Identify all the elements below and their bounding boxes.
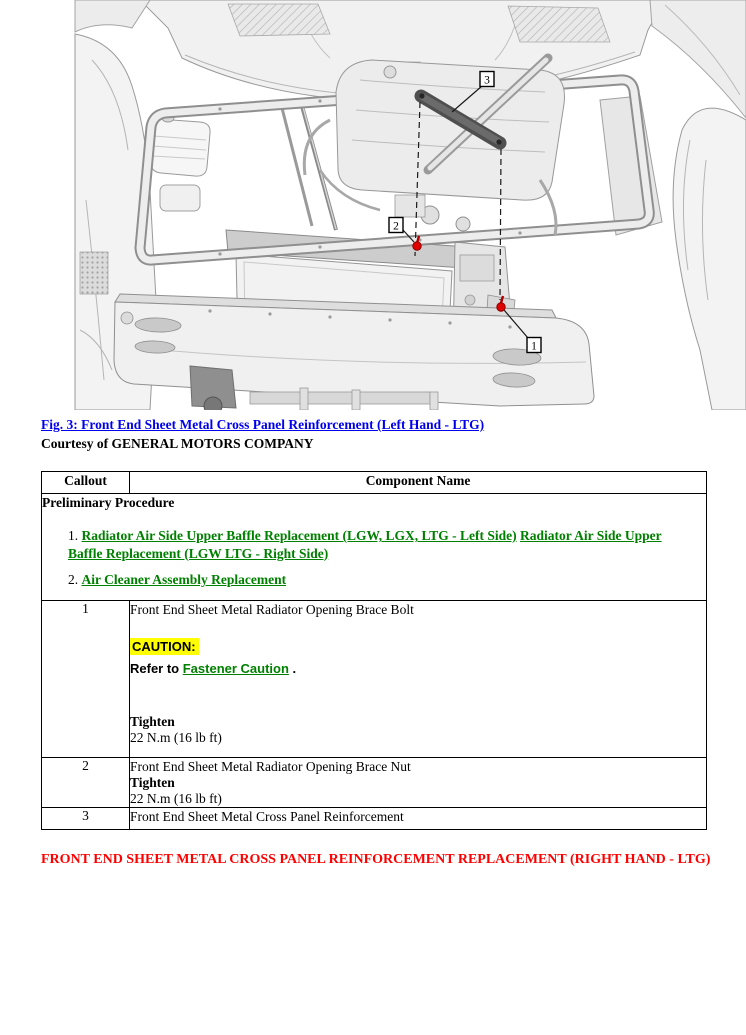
refer-prefix: Refer to: [130, 661, 183, 676]
figure-illustration: 1 2 3: [74, 0, 746, 410]
callout-3-label: 3: [484, 75, 490, 87]
callout-2-label: 2: [393, 221, 399, 233]
callout-leader-lines: [402, 85, 529, 339]
bolt-marker-2: [412, 235, 422, 251]
tighten-label: Tighten: [130, 714, 175, 729]
component-name: Front End Sheet Metal Cross Panel Reinfo…: [130, 809, 404, 824]
callout-number-cell: 2: [41, 757, 130, 808]
list-number: 1.: [68, 528, 79, 543]
right-fender: [599, 0, 746, 410]
figure-courtesy: Courtesy of GENERAL MOTORS COMPANY: [41, 436, 314, 451]
next-section-heading: FRONT END SHEET METAL CROSS PANEL REINFO…: [41, 852, 711, 867]
support-struts: [280, 105, 338, 231]
hood-insulator-pad-right: [507, 5, 611, 43]
header-component-name: Component Name: [129, 471, 707, 494]
caution-label: CAUTION:: [130, 638, 199, 655]
table-header-row: Callout Component Name: [41, 471, 707, 494]
fender-grille-patch: [79, 251, 109, 295]
preliminary-item-2: 2. Air Cleaner Assembly Replacement: [68, 571, 680, 589]
component-name: Front End Sheet Metal Radiator Opening B…: [130, 759, 411, 774]
callout-table: Callout Component Name Preliminary Proce…: [41, 471, 707, 830]
procedure-link-baffle-right[interactable]: Radiator Air Side Upper Baffle Replaceme…: [68, 528, 662, 561]
figure-caption-block: Fig. 3: Front End Sheet Metal Cross Pane…: [41, 416, 713, 452]
callout-3-box: 3: [479, 70, 495, 88]
callout-2-box: 2: [388, 216, 404, 234]
header-callout: Callout: [41, 471, 130, 494]
component-name: Front End Sheet Metal Radiator Opening B…: [130, 602, 414, 617]
callout-1-box: 1: [526, 336, 542, 354]
table-row-callout-3: 3 Front End Sheet Metal Cross Panel Rein…: [41, 807, 707, 830]
fastener-caution-link[interactable]: Fastener Caution: [182, 661, 289, 676]
procedure-link-air-cleaner[interactable]: Air Cleaner Assembly Replacement: [81, 572, 287, 587]
torque-value: 22 N.m (16 lb ft): [130, 791, 222, 806]
caution-line: CAUTION:: [130, 638, 706, 655]
list-number: 2.: [68, 572, 79, 587]
refer-line: Refer to Fastener Caution .: [130, 661, 706, 677]
preliminary-item-1: 1. Radiator Air Side Upper Baffle Replac…: [68, 527, 680, 562]
preliminary-procedure-title: Preliminary Procedure: [42, 495, 175, 510]
figure-caption-link[interactable]: Fig. 3: Front End Sheet Metal Cross Pane…: [41, 417, 485, 432]
refer-suffix: .: [288, 661, 297, 676]
torque-value: 22 N.m (16 lb ft): [130, 730, 222, 745]
table-row-callout-2: 2 Front End Sheet Metal Radiator Opening…: [41, 757, 707, 808]
tighten-label: Tighten: [130, 775, 175, 790]
oil-cap: [383, 65, 397, 79]
callout-1-label: 1: [531, 341, 537, 353]
callout-number-cell: 3: [41, 807, 130, 830]
lower-crossmember-parts: [189, 365, 439, 410]
bolt-marker-1: [496, 295, 506, 312]
strut-brace-tube: [423, 53, 553, 175]
coolant-reservoir: [149, 113, 211, 212]
preliminary-procedure-row: Preliminary Procedure 1. Radiator Air Si…: [41, 493, 707, 601]
hood-insulator-pad-left: [227, 3, 331, 37]
bumper-beam: [113, 293, 595, 407]
engine-cover: [302, 59, 565, 236]
procedure-link-baffle-left[interactable]: Radiator Air Side Upper Baffle Replaceme…: [81, 528, 517, 543]
table-row-callout-1: 1 Front End Sheet Metal Radiator Opening…: [41, 600, 707, 758]
cross-panel-reinforcement-brace: [414, 89, 507, 150]
callout-number-cell: 1: [41, 600, 130, 758]
